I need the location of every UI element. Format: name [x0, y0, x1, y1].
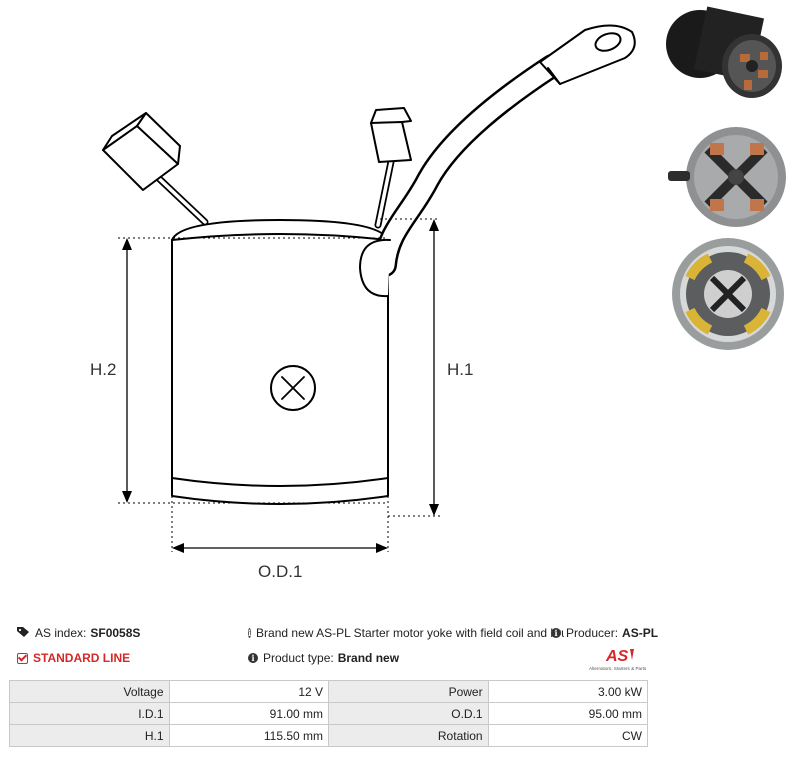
- product-type-value: Brand new: [337, 651, 400, 665]
- spec-value: 3.00 kW: [487, 680, 649, 703]
- brush-holder-photo[interactable]: [660, 117, 796, 235]
- as-index-label: AS index:: [35, 626, 87, 640]
- standard-line-label: STANDARD LINE: [33, 651, 131, 665]
- standard-line-row: STANDARD LINE: [17, 651, 130, 665]
- info-circle-icon: i: [551, 628, 561, 638]
- spec-value: 12 V: [168, 680, 330, 703]
- producer-value: AS-PL: [622, 626, 659, 640]
- spec-label: Rotation: [328, 724, 489, 747]
- spec-value: CW: [487, 724, 649, 747]
- left-brush-block: [102, 112, 181, 191]
- check-square-icon: [17, 652, 28, 664]
- terminal-cable: [373, 24, 636, 277]
- spec-label: Power: [328, 680, 489, 703]
- spec-table: Voltage 12 V Power 3.00 kW I.D.1 91.00 m…: [9, 680, 649, 747]
- table-row: I.D.1 91.00 mm O.D.1 95.00 mm: [9, 702, 649, 725]
- as-pl-logo: AS Alternators, Starters & Parts: [588, 646, 650, 672]
- spec-value: 95.00 mm: [487, 702, 649, 725]
- table-row: H.1 115.50 mm Rotation CW: [9, 724, 649, 747]
- product-description: Brand new AS-PL Starter motor yoke with …: [256, 626, 564, 640]
- info-circle-icon: i: [248, 628, 252, 638]
- spec-label: H.1: [9, 724, 170, 747]
- producer-label: Producer:: [566, 626, 619, 640]
- description-row: i Brand new AS-PL Starter motor yoke wit…: [248, 626, 564, 640]
- starter-motor-photo[interactable]: [660, 0, 796, 118]
- svg-text:AS: AS: [605, 648, 629, 665]
- as-index-value: SF0058S: [90, 626, 141, 640]
- od1-label: O.D.1: [258, 562, 302, 581]
- spec-label: O.D.1: [328, 702, 489, 725]
- tag-icon: [17, 626, 30, 640]
- field-coil-photo[interactable]: [660, 234, 796, 352]
- technical-drawing: H.2 H.1 O.D.1: [90, 24, 636, 581]
- producer-row: i Producer: AS-PL: [551, 626, 658, 640]
- product-type-label: Product type:: [263, 651, 334, 665]
- cable-grommet: [359, 238, 391, 298]
- right-brush-block: [370, 107, 412, 163]
- h1-label: H.1: [447, 360, 473, 379]
- cylinder-body: [171, 219, 389, 505]
- svg-text:Alternators, Starters & Parts: Alternators, Starters & Parts: [589, 666, 647, 671]
- spec-value: 91.00 mm: [168, 702, 330, 725]
- as-index-row: AS index: SF0058S: [17, 626, 140, 640]
- spec-label: Voltage: [9, 680, 170, 703]
- table-row: Voltage 12 V Power 3.00 kW: [9, 680, 649, 703]
- spec-value: 115.50 mm: [168, 724, 330, 747]
- product-type-row: i Product type: Brand new: [248, 651, 399, 665]
- h2-label: H.2: [90, 360, 116, 379]
- info-circle-icon: i: [248, 653, 258, 663]
- spec-label: I.D.1: [9, 702, 170, 725]
